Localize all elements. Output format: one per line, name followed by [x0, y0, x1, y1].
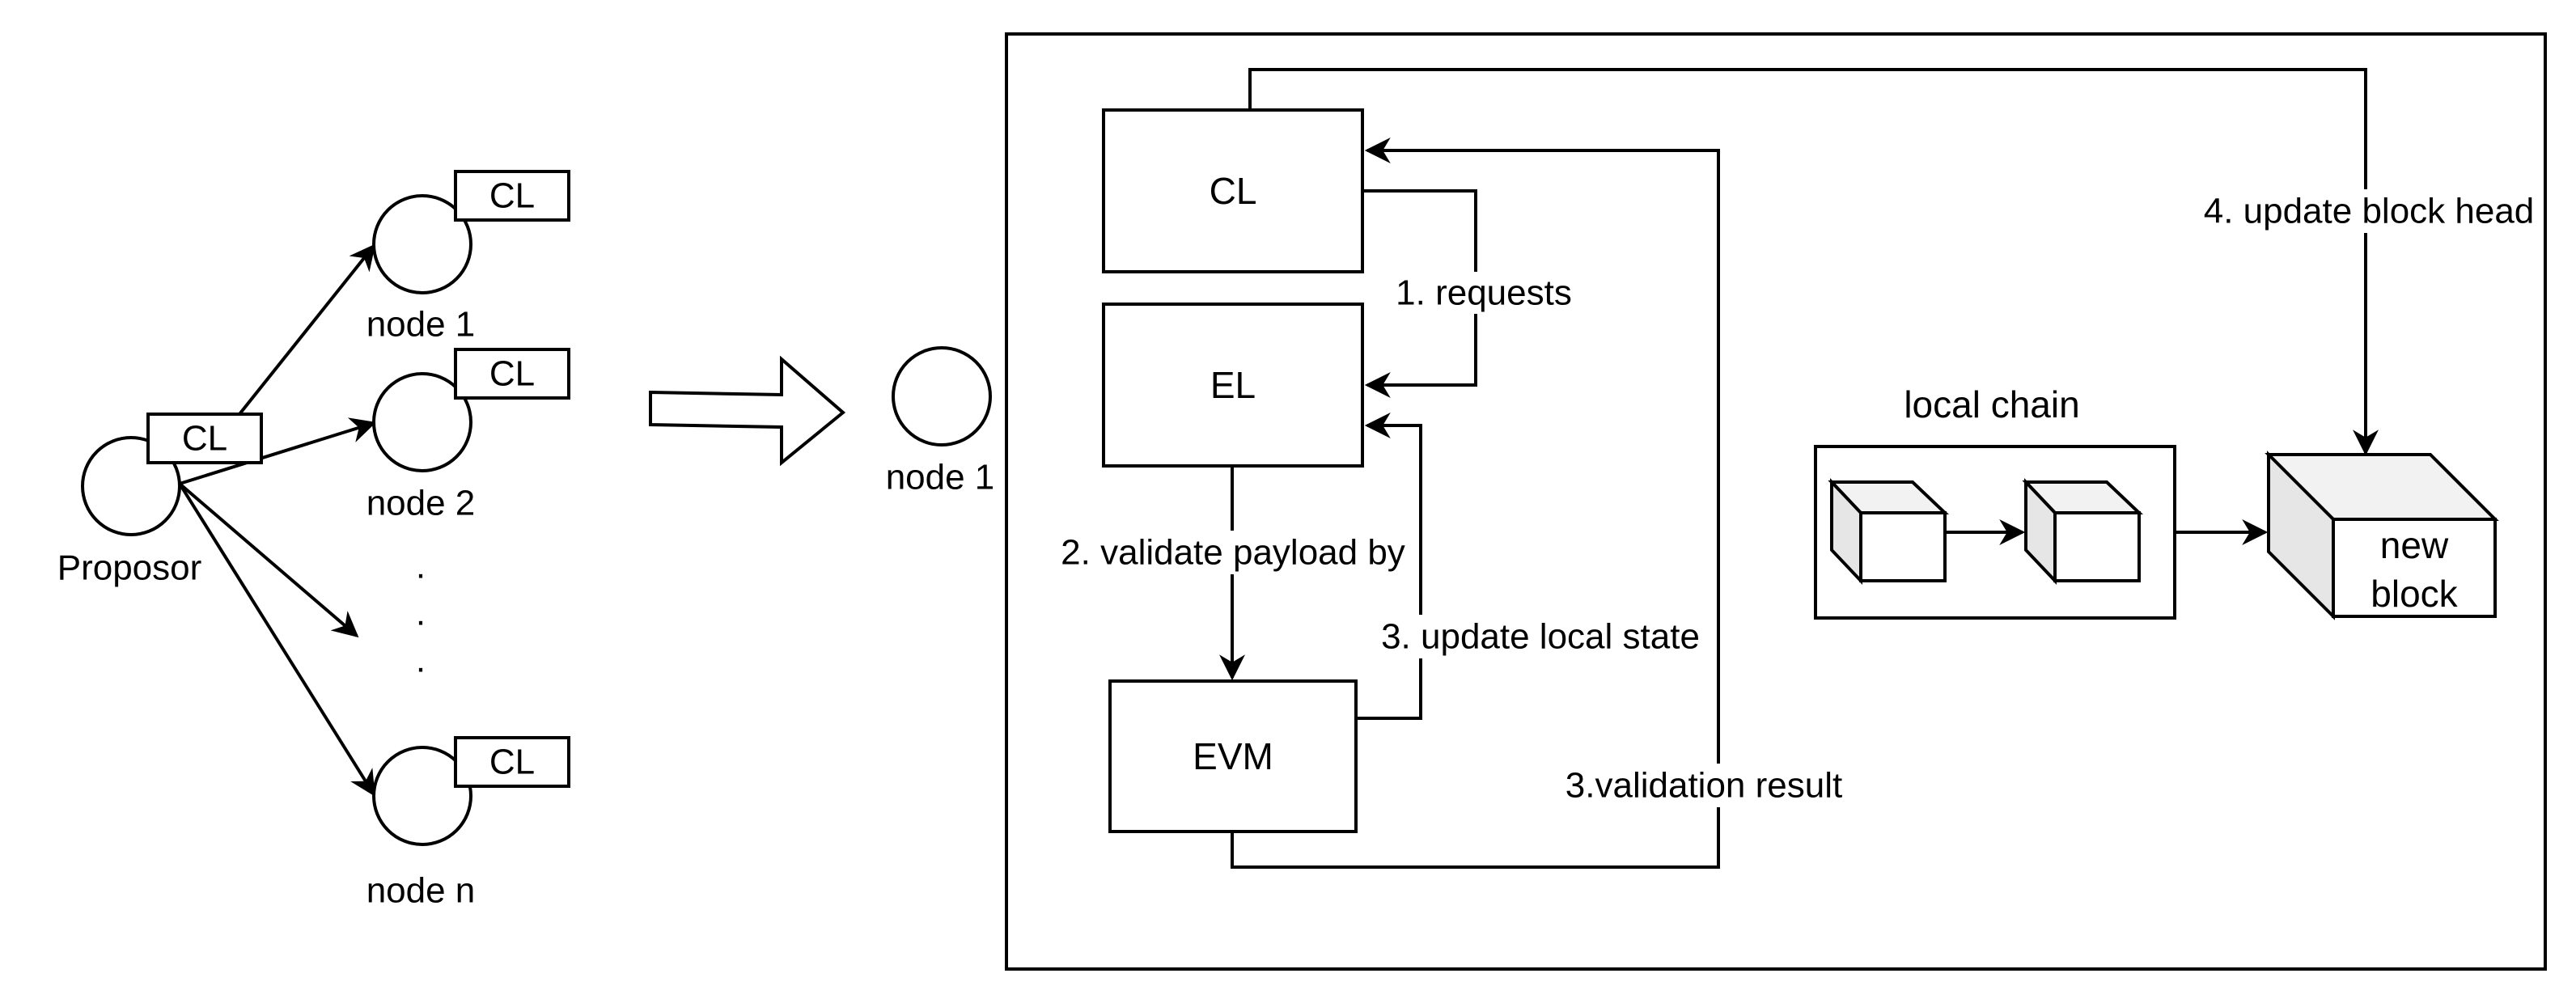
node-2-cl-tag: [454, 348, 570, 400]
node-internals: CL EL EVM 1. requests 2. validate payloa…: [1058, 68, 2537, 869]
new-block-label-line-2: block: [2371, 573, 2458, 615]
proposer-label: Proposor: [57, 548, 202, 588]
validation-result-label-bg: [1563, 764, 1848, 807]
node-2-label: node 2: [366, 484, 476, 523]
zoomed-node-1: [892, 346, 992, 446]
requests-label-bg: [1388, 272, 1574, 314]
step-validation-result-label: 3.validation result: [1566, 766, 1842, 806]
zoom-in-arrow: [649, 355, 846, 467]
step-update-local-state-label: 3. update local state: [1381, 617, 1700, 657]
arrow-to-node-2: [179, 417, 377, 485]
node-n: [372, 746, 472, 846]
node-1-label: node 1: [366, 305, 476, 345]
update-local-state-label-bg: [1375, 615, 1705, 658]
chain-block-2-front: [2053, 511, 2141, 582]
ellipsis-dot-2: .: [416, 594, 426, 633]
chain-block-1: [1828, 477, 1950, 586]
evm-box-label: EVM: [1193, 735, 1273, 777]
node-n-cl-label: CL: [489, 743, 535, 782]
arrow-to-node-n: [178, 482, 375, 797]
zoomed-node-1-label: node 1: [886, 458, 995, 497]
new-block-label-line-1: new: [2380, 524, 2449, 566]
node-n-cl-tag: [454, 736, 570, 788]
update-block-head-label-bg: [2201, 189, 2537, 233]
node-2-cl-label: CL: [489, 354, 535, 394]
update-local-state-connector: [1356, 413, 1422, 720]
cl-box: [1102, 108, 1364, 273]
update-block-head-connector: [1248, 68, 2379, 456]
validation-result-connector: [1231, 138, 1720, 869]
cl-box-label: CL: [1210, 170, 1257, 212]
validate-payload-label-bg: [1058, 531, 1408, 574]
ellipsis-dot-1: .: [416, 547, 426, 586]
el-box: [1102, 303, 1364, 468]
evm-box: [1108, 679, 1358, 833]
new-block: new block: [2265, 451, 2499, 620]
arrow-to-node-1: [238, 243, 375, 416]
step-requests-label: 1. requests: [1396, 273, 1572, 313]
node-1-cl-tag: [454, 170, 570, 222]
step-update-block-head-label: 4. update block head: [2204, 192, 2535, 231]
local-chain-label: local chain: [1904, 383, 2079, 425]
node-n-label: node n: [366, 871, 476, 911]
proposer-cl-label: CL: [182, 419, 227, 459]
new-block-front: [2332, 518, 2497, 618]
el-box-label: EL: [1210, 364, 1256, 406]
arrow-to-ellipsis: [178, 482, 359, 638]
proposer-cl-tag: [146, 413, 263, 464]
chain-block-1-front: [1859, 511, 1947, 582]
broadcast-section: CL Proposor CL node 1 CL node 2 . . . CL…: [57, 170, 570, 911]
node-2: [372, 372, 472, 472]
step-validate-payload-label: 2. validate payload by: [1061, 533, 1405, 573]
node-1: [372, 194, 472, 294]
ellipsis-dot-3: .: [416, 641, 426, 680]
node-1-cl-label: CL: [489, 176, 535, 216]
chain-block-2: [2022, 477, 2144, 586]
